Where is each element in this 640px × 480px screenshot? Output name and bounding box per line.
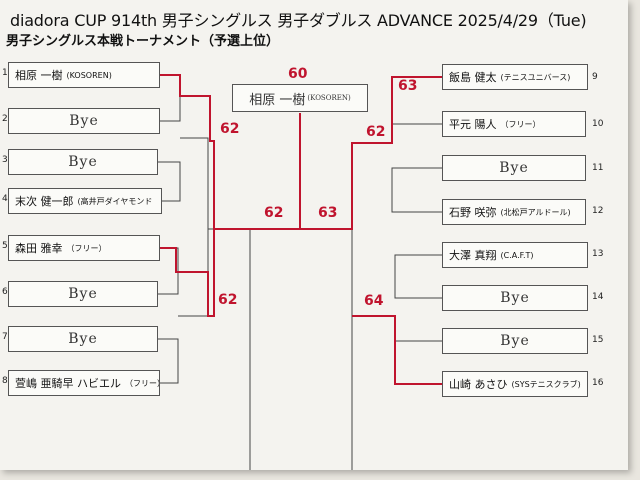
tournament-sheet: diadora CUP 914th 男子シングルス 男子ダブルス ADVANCE… <box>0 0 628 470</box>
player-name: Bye <box>500 290 530 306</box>
score-left-semi: 62 <box>264 205 284 221</box>
bracket-slot-bye: Bye <box>442 285 588 311</box>
player-affiliation: (C.A.F.T) <box>500 250 534 260</box>
seed-number: 3 <box>2 155 8 165</box>
player-affiliation: （フリー） <box>500 119 541 129</box>
seed-number: 15 <box>592 335 604 345</box>
seed-number: 9 <box>592 72 598 82</box>
score-right-r1-top-a: 63 <box>398 78 418 94</box>
bracket-slot: 萱嶋 亜騎早 ハビエル （フリー） <box>8 370 160 396</box>
bracket-slot-bye: Bye <box>442 155 586 181</box>
page-title: diadora CUP 914th 男子シングルス 男子ダブルス ADVANCE… <box>10 11 587 30</box>
player-affiliation: （フリー） <box>125 378 159 388</box>
player-affiliation: （フリー） <box>66 243 107 253</box>
score-right-r1-top-b: 62 <box>366 124 386 140</box>
player-name: 石野 咲弥 <box>449 206 497 219</box>
player-name: 末次 健一郎 <box>15 195 74 208</box>
score-right-semi: 63 <box>318 205 338 221</box>
champion-affiliation: (KOSOREN) <box>307 94 351 102</box>
bracket-slot-bye: Bye <box>8 108 160 134</box>
player-affiliation: (テニスユニバース) <box>500 72 571 82</box>
player-affiliation: (北松戸アルドール) <box>500 207 571 217</box>
player-name: 山崎 あさひ <box>449 378 508 391</box>
seed-number: 2 <box>2 114 8 124</box>
player-name: 森田 雅幸 <box>15 242 63 255</box>
bracket-slot-bye: Bye <box>8 281 158 307</box>
bracket-slot: 石野 咲弥 (北松戸アルドール) <box>442 199 586 225</box>
seed-number: 14 <box>592 292 604 302</box>
player-name: 萱嶋 亜騎早 ハビエル <box>15 377 121 390</box>
player-name: Bye <box>68 331 98 347</box>
champion-name: 相原 一樹 <box>249 92 306 108</box>
bracket-slot-bye: Bye <box>442 328 588 354</box>
bracket-slot: 飯島 健太 (テニスユニバース) <box>442 64 588 90</box>
score-final: 60 <box>288 66 308 82</box>
seed-number: 6 <box>2 287 8 297</box>
player-name: Bye <box>68 286 98 302</box>
champion-box: 相原 一樹 (KOSOREN) <box>232 84 368 112</box>
player-affiliation: (KOSOREN) <box>66 70 112 80</box>
bracket-slot: 山崎 あさひ (SYSテニスクラブ) <box>442 371 588 397</box>
seed-number: 8 <box>2 376 8 386</box>
player-name: Bye <box>68 154 98 170</box>
bracket-slot: 末次 健一郎 (高井戸ダイヤモンド <box>8 188 162 214</box>
seed-number: 7 <box>2 332 8 342</box>
seed-number: 4 <box>2 194 8 204</box>
score-left-r1-top: 62 <box>220 121 240 137</box>
bracket-slot: 大澤 真翔 (C.A.F.T) <box>442 242 588 268</box>
player-name: 相原 一樹 <box>15 69 63 82</box>
seed-number: 13 <box>592 249 604 259</box>
player-name: 大澤 真翔 <box>449 249 497 262</box>
score-right-r1-bottom: 64 <box>364 293 384 309</box>
bracket-slot-bye: Bye <box>8 326 158 352</box>
player-name: 飯島 健太 <box>449 71 497 84</box>
score-left-r1-bottom: 62 <box>218 292 238 308</box>
seed-number: 1 <box>2 68 8 78</box>
page-subtitle: 男子シングルス本戦トーナメント（予選上位） <box>6 34 280 49</box>
seed-number: 5 <box>2 241 8 251</box>
player-affiliation: (SYSテニスクラブ) <box>511 379 581 389</box>
player-name: Bye <box>69 113 99 129</box>
seed-number: 10 <box>592 119 604 129</box>
seed-number: 12 <box>592 206 604 216</box>
player-name: Bye <box>500 333 530 349</box>
seed-number: 16 <box>592 378 604 388</box>
player-name: Bye <box>499 160 529 176</box>
player-name: 平元 陽人 <box>449 118 497 131</box>
bracket-slot: 平元 陽人 （フリー） <box>442 111 586 137</box>
bracket-slot: 相原 一樹 (KOSOREN) <box>8 62 160 88</box>
bracket-slot-bye: Bye <box>8 149 158 175</box>
bracket-slot: 森田 雅幸 （フリー） <box>8 235 160 261</box>
player-affiliation: (高井戸ダイヤモンド <box>77 196 153 206</box>
bracket-lines <box>158 74 442 470</box>
seed-number: 11 <box>592 163 604 173</box>
